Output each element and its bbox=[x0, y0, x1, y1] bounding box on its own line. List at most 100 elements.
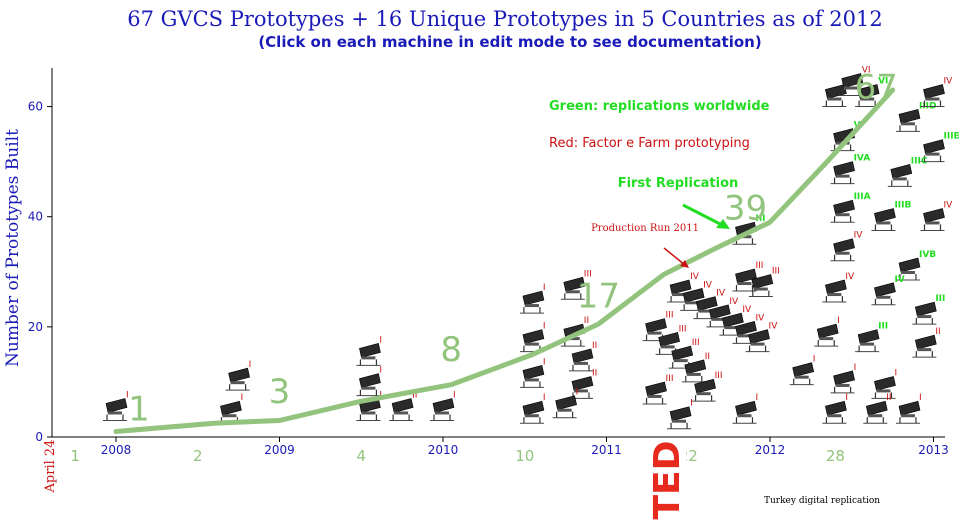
machine-thumbnail[interactable]: II bbox=[681, 352, 710, 383]
machine-frame bbox=[827, 414, 842, 418]
machine-frame bbox=[565, 290, 580, 294]
machine-frame bbox=[573, 389, 588, 393]
machine-thumbnail[interactable]: I bbox=[519, 357, 546, 388]
machine-frame bbox=[835, 174, 850, 178]
machine-thumbnail[interactable]: IIIB bbox=[871, 200, 911, 231]
machine-thumbnail[interactable]: IIIC bbox=[887, 156, 928, 187]
machine-label: IIIA bbox=[854, 192, 871, 202]
machine-frame bbox=[672, 419, 687, 423]
machine-frame bbox=[835, 383, 850, 387]
machine-thumbnail[interactable]: IIIE bbox=[920, 132, 960, 163]
machine-frame bbox=[524, 304, 539, 308]
machine-frame bbox=[900, 271, 915, 275]
machine-thumbnail[interactable]: II bbox=[912, 327, 941, 358]
machine-thumbnail[interactable]: I bbox=[356, 366, 382, 397]
machine-thumbnail[interactable]: V bbox=[830, 121, 861, 152]
machine-thumbnail[interactable]: IV bbox=[745, 322, 779, 353]
machine-label: I bbox=[543, 322, 546, 332]
machine-thumbnail[interactable]: I bbox=[519, 283, 546, 314]
machine-body bbox=[816, 323, 839, 339]
machine-frame bbox=[917, 348, 932, 352]
machine-thumbnail[interactable]: IV bbox=[920, 200, 954, 231]
machine-frame bbox=[753, 287, 768, 291]
machine-body bbox=[748, 329, 770, 344]
count-label: 2 bbox=[193, 447, 203, 465]
machine-frame bbox=[647, 394, 662, 398]
machine-label: I bbox=[126, 390, 129, 400]
machine-thumbnail[interactable]: III bbox=[642, 311, 674, 342]
machine-thumbnail[interactable]: I bbox=[356, 335, 382, 366]
machine-label: I bbox=[543, 357, 546, 367]
machine-label: III bbox=[878, 322, 888, 332]
machine-thumbnail[interactable]: I bbox=[225, 360, 252, 391]
machine-body bbox=[825, 400, 847, 416]
x-tick-label: 2013 bbox=[918, 443, 949, 457]
machine-thumbnail[interactable]: I bbox=[217, 393, 243, 424]
count-label: 10 bbox=[515, 447, 534, 465]
machine-body bbox=[522, 365, 545, 380]
machine-thumbnail[interactable]: III bbox=[748, 267, 780, 298]
point-label: 67 bbox=[855, 67, 898, 107]
machine-body bbox=[563, 323, 586, 339]
machine-frame bbox=[573, 361, 588, 365]
machine-body bbox=[923, 208, 945, 223]
machine-thumbnail[interactable]: I bbox=[830, 363, 857, 394]
machine-body bbox=[825, 84, 847, 99]
machine-thumbnail[interactable]: III bbox=[691, 371, 723, 402]
turkey-note: Turkey digital replication bbox=[764, 496, 880, 506]
machine-thumbnail[interactable]: I bbox=[814, 316, 840, 347]
machine-thumbnail[interactable]: IIIA bbox=[830, 192, 871, 223]
machine-thumbnail[interactable]: I bbox=[871, 368, 897, 399]
machine-thumbnail[interactable]: I bbox=[667, 399, 693, 430]
machine-thumbnail[interactable]: IV bbox=[822, 272, 855, 303]
x-tick-label: 2011 bbox=[591, 443, 622, 457]
machine-thumbnail[interactable]: IV bbox=[680, 280, 713, 311]
machine-label: IV bbox=[944, 200, 954, 210]
machine-body bbox=[684, 359, 707, 375]
machine-thumbnail[interactable]: I bbox=[430, 390, 456, 421]
machine-thumbnail[interactable]: III bbox=[560, 269, 592, 300]
machine-thumbnail[interactable]: I bbox=[732, 393, 758, 424]
machine-thumbnail[interactable]: I bbox=[822, 393, 848, 424]
machine-thumbnail[interactable]: I bbox=[789, 355, 816, 386]
machine-frame bbox=[361, 356, 376, 360]
machine-frame bbox=[737, 282, 752, 286]
machine-thumbnail[interactable]: II bbox=[863, 393, 892, 424]
machine-thumbnail[interactable]: I bbox=[552, 388, 579, 419]
machine-thumbnail[interactable]: IV bbox=[871, 275, 905, 306]
machine-frame bbox=[737, 334, 752, 338]
machine-frame bbox=[925, 221, 940, 225]
chart-subtitle: (Click on each machine in edit mode to s… bbox=[258, 33, 761, 51]
machine-body bbox=[914, 334, 937, 350]
machine-thumbnail[interactable]: IIID bbox=[895, 101, 937, 132]
machine-thumbnail[interactable]: III bbox=[912, 294, 945, 325]
machine-thumbnail[interactable]: II bbox=[568, 368, 597, 399]
machine-frame bbox=[737, 414, 752, 418]
machine-thumbnail[interactable]: II bbox=[389, 390, 417, 421]
point-label: 17 bbox=[577, 277, 620, 317]
machine-thumbnail[interactable]: IVB bbox=[895, 250, 936, 281]
machine-thumbnail[interactable]: III bbox=[855, 322, 888, 353]
machine-label: IV bbox=[729, 297, 739, 307]
machine-thumbnail[interactable]: I bbox=[895, 393, 922, 424]
legend-red-text: Red: Factor e Farm prototyping bbox=[549, 136, 750, 151]
machine-thumbnail[interactable]: IV bbox=[732, 313, 765, 344]
machine-thumbnail[interactable]: VI bbox=[855, 77, 888, 108]
machine-thumbnail[interactable]: I bbox=[519, 393, 546, 424]
machine-thumbnail[interactable]: I bbox=[519, 322, 546, 353]
machine-frame bbox=[711, 317, 726, 321]
machine-body bbox=[105, 398, 128, 413]
machine-thumbnail[interactable]: III bbox=[655, 324, 687, 355]
machine-body bbox=[874, 282, 896, 298]
machine-label: I bbox=[845, 393, 848, 403]
machine-thumbnail[interactable]: IV bbox=[830, 231, 864, 262]
machine-frame bbox=[361, 411, 376, 415]
machine-frame bbox=[794, 375, 809, 379]
machine-thumbnail[interactable]: I bbox=[103, 390, 129, 421]
machine-thumbnail[interactable]: IVA bbox=[830, 154, 871, 185]
machine-thumbnail[interactable]: II bbox=[568, 341, 597, 372]
machine-thumbnail[interactable]: III bbox=[642, 374, 674, 405]
point-label: 3 bbox=[269, 372, 291, 412]
machine-thumbnail[interactable]: IV bbox=[920, 77, 954, 108]
machine-frame bbox=[686, 372, 701, 376]
